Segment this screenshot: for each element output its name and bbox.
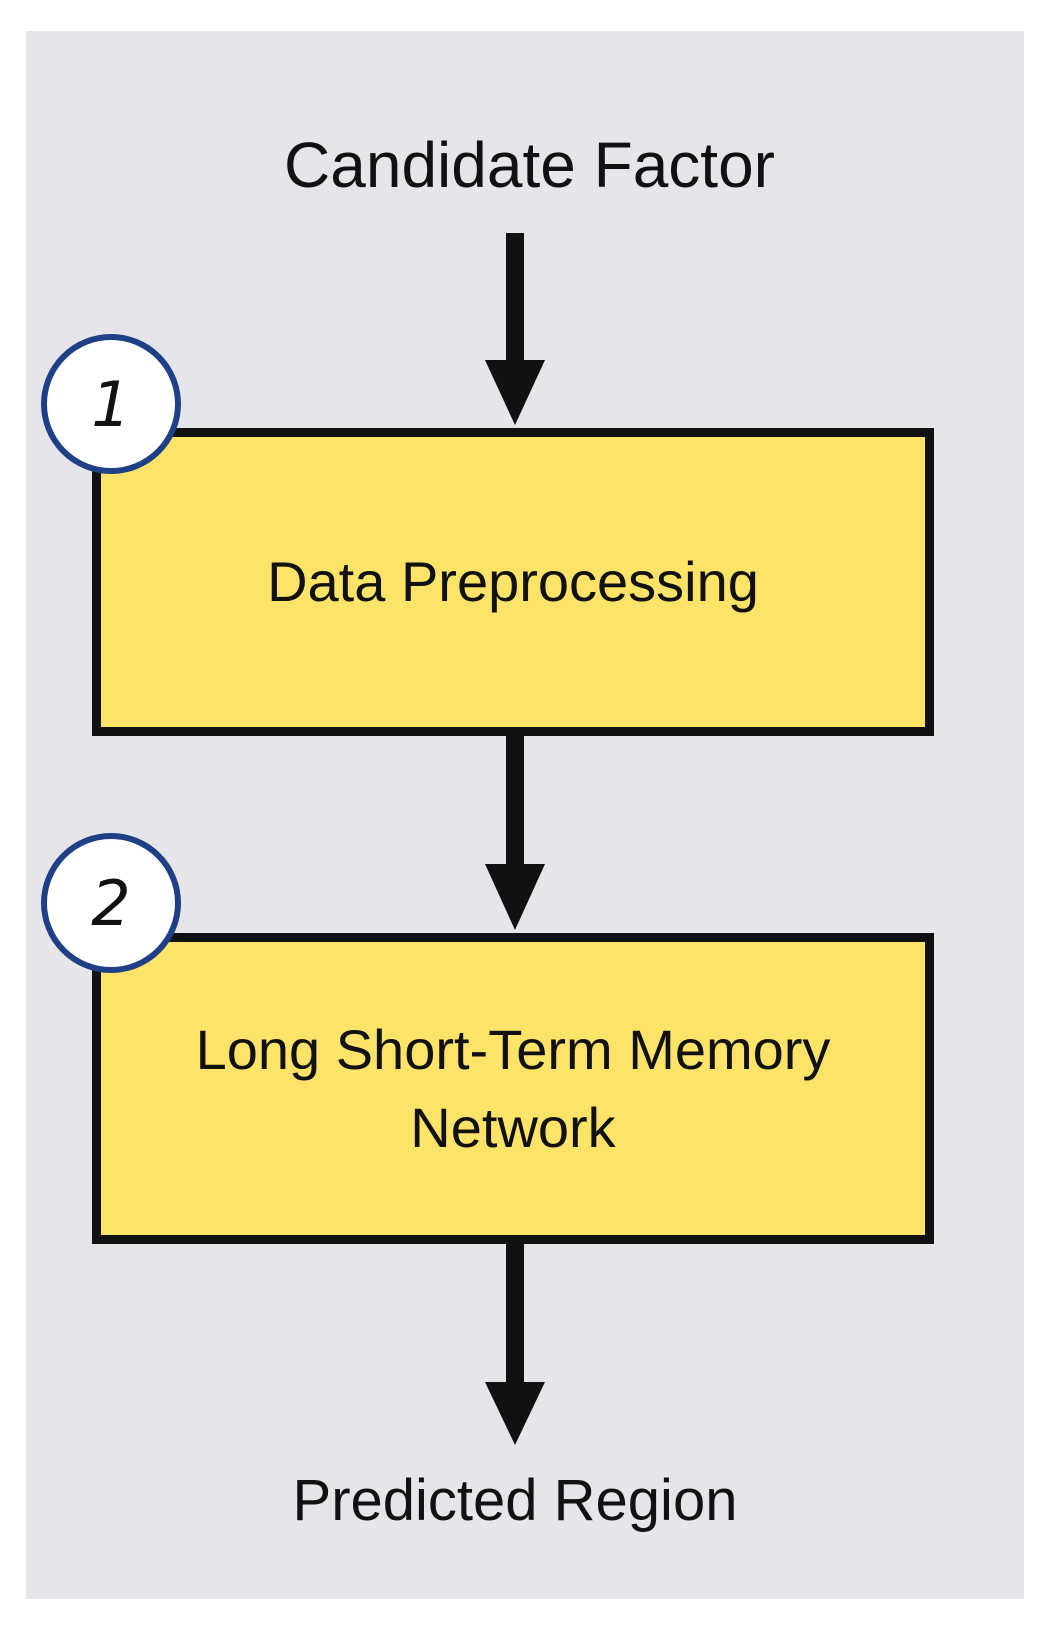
step-box-lstm-network: Long Short-Term Memory Network — [92, 933, 934, 1244]
output-label: Predicted Region — [292, 1468, 738, 1533]
step-box-data-preprocessing: Data Preprocessing — [92, 428, 934, 736]
step-label: Data Preprocessing — [267, 550, 759, 613]
step-label: Long Short-Term Memory Network — [195, 1017, 831, 1159]
step-number-badge: 1 — [41, 334, 181, 474]
step-number-badge: 2 — [41, 833, 181, 973]
step-number: 2 — [91, 866, 131, 940]
input-label: Candidate Factor — [284, 129, 775, 201]
diagram-panel — [26, 31, 1024, 1599]
step-number: 1 — [91, 367, 131, 441]
